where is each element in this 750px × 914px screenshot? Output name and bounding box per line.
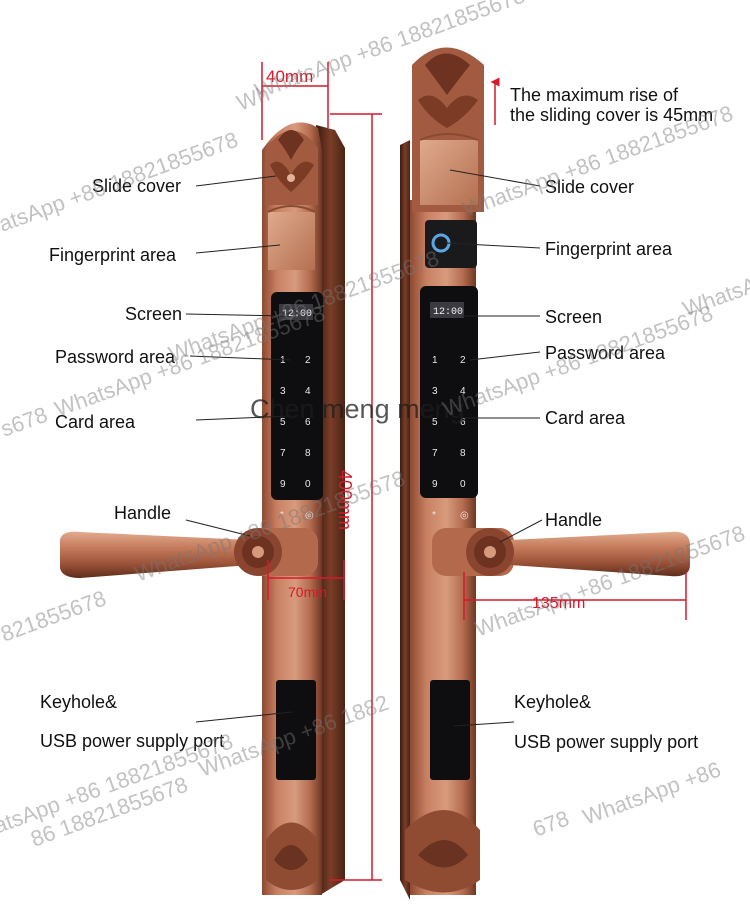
keypad-key: 4 xyxy=(305,386,311,397)
rise-note-line1: The maximum rise of xyxy=(510,85,679,105)
keypad-key: 8 xyxy=(305,448,311,459)
left-label-keyhole: Keyhole& xyxy=(40,692,118,712)
right-keypad: 1 2 3 4 5 6 7 8 9 0 * ◎ xyxy=(432,355,469,521)
left-label-password-area: Password area xyxy=(55,347,176,367)
keypad-key: 4 xyxy=(460,386,466,397)
keypad-key: 0 xyxy=(460,479,466,490)
left-label-handle: Handle xyxy=(114,503,172,523)
keypad-key: 7 xyxy=(280,448,286,459)
keypad-key: * xyxy=(432,510,436,521)
right-handle xyxy=(432,528,690,577)
keypad-key: 6 xyxy=(460,417,466,428)
right-label-fingerprint-area: Fingerprint area xyxy=(545,239,673,259)
left-slide-cover-ornament xyxy=(265,130,318,205)
keypad-key: 6 xyxy=(305,417,311,428)
left-keypad: 1 2 3 4 5 6 7 8 9 0 * ◎ xyxy=(280,355,314,521)
left-fingerprint-plate xyxy=(268,212,315,270)
right-screen-time: 12:00 xyxy=(433,307,463,318)
right-label-keyhole: Keyhole& xyxy=(514,692,592,712)
left-keypad-panel xyxy=(271,292,323,500)
dim-handle-depth: 70mm xyxy=(288,584,327,600)
brand-watermark: Chen meng meng xyxy=(250,394,465,424)
right-label-card-area: Card area xyxy=(545,408,626,428)
left-label-screen: Screen xyxy=(125,304,183,324)
dim-slide-width: 40mm xyxy=(266,67,314,86)
right-label-slide-cover: Slide cover xyxy=(545,177,635,197)
leader-lines xyxy=(185,169,543,727)
dimension-lines xyxy=(261,62,687,881)
left-lock-side-edge xyxy=(316,125,345,895)
keypad-key: 8 xyxy=(460,448,466,459)
keypad-key: 9 xyxy=(432,479,438,490)
keypad-key: 0 xyxy=(305,479,311,490)
right-slide-cover xyxy=(412,47,484,212)
right-label-screen: Screen xyxy=(545,307,603,327)
keypad-key: 3 xyxy=(432,386,438,397)
right-lock-side-edge xyxy=(400,140,410,900)
right-label-password-area: Password area xyxy=(545,343,666,363)
keypad-key: 9 xyxy=(280,479,286,490)
right-screen xyxy=(430,302,464,318)
right-fingerprint-sensor-area xyxy=(425,220,477,268)
right-lock xyxy=(400,47,690,900)
keypad-key: 2 xyxy=(305,355,311,366)
keypad-key: 2 xyxy=(460,355,466,366)
left-label-slide-cover: Slide cover xyxy=(92,176,182,196)
keypad-key: * xyxy=(280,510,284,521)
left-label-usb-port: USB power supply port xyxy=(40,731,225,751)
rise-note-line2: the sliding cover is 45mm xyxy=(510,105,714,125)
dim-handle-length: 135mm xyxy=(532,595,586,612)
left-label-fingerprint-area: Fingerprint area xyxy=(49,245,177,265)
keypad-key: 1 xyxy=(280,355,286,366)
keypad-key: 5 xyxy=(432,417,438,428)
right-keyhole-panel xyxy=(430,680,470,780)
right-label-handle: Handle xyxy=(545,510,603,530)
keypad-key: 3 xyxy=(280,386,286,397)
keypad-key: 7 xyxy=(432,448,438,459)
keypad-key: ◎ xyxy=(305,510,314,521)
left-handle xyxy=(60,528,318,578)
right-keypad-panel xyxy=(420,286,478,498)
right-label-usb-port: USB power supply port xyxy=(514,732,699,752)
left-screen-time: 12:00 xyxy=(282,309,312,320)
keypad-key: 5 xyxy=(280,417,286,428)
keypad-key: ◎ xyxy=(460,510,469,521)
keypad-key: 1 xyxy=(432,355,438,366)
left-keyhole-panel xyxy=(276,680,316,780)
left-label-card-area: Card area xyxy=(55,412,136,432)
